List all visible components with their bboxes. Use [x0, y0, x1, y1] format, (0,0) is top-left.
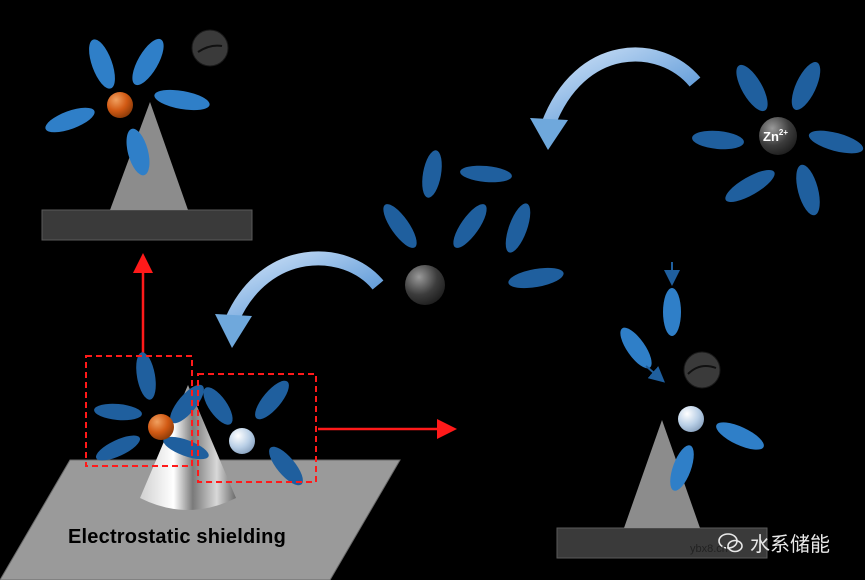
water-molecule: [170, 384, 204, 424]
top-left-substrate: [41, 209, 253, 241]
top-left-electrode: [41, 29, 253, 241]
desolvating-zinc: [383, 150, 564, 305]
anion-ball: [191, 29, 229, 67]
water-molecule: [620, 327, 652, 369]
water-molecule: [663, 288, 681, 336]
water-molecule: [670, 445, 694, 491]
bottom-right-substrate: [556, 527, 768, 559]
water-molecule: [255, 380, 289, 420]
water-molecule: [796, 164, 820, 216]
water-molecule: [89, 39, 115, 89]
water-molecule: [716, 422, 764, 450]
highlight-box-right: [197, 373, 317, 483]
water-molecule: [94, 403, 142, 421]
bottom-right-electrode: [556, 262, 768, 559]
water-molecule: [132, 38, 164, 86]
watermark-brand: 水系储能: [750, 532, 830, 556]
water-molecule: [725, 169, 775, 203]
water-molecule: [508, 267, 564, 289]
small-arrow-diagonal: [645, 365, 666, 383]
reduced-zinc-ball: [678, 406, 704, 432]
zinc-ion-ball: [759, 117, 797, 155]
reduced-zinc-ball: [229, 428, 255, 454]
bottom-right-tip: [624, 420, 700, 528]
water-molecule: [136, 352, 156, 400]
shielding-cation: [107, 92, 133, 118]
hydrated-zinc-ion: Zn2+: [692, 62, 864, 216]
wechat-icon: [718, 532, 743, 552]
water-molecule: [791, 62, 821, 110]
zinc-ion-label: Zn2+: [763, 128, 788, 144]
water-molecule: [460, 165, 512, 183]
water-molecule: [126, 128, 150, 176]
water-molecule: [203, 387, 233, 425]
watermark: 水系储能: [718, 528, 830, 557]
zinc-ball: [405, 265, 445, 305]
curved-arrow-top: [530, 47, 701, 150]
highlight-box-left: [85, 355, 193, 467]
water-molecule: [692, 130, 744, 150]
water-molecule: [269, 446, 303, 486]
water-molecule: [736, 64, 768, 112]
top-left-water-shell: [45, 38, 210, 176]
water-molecule: [45, 107, 95, 133]
water-molecule: [95, 435, 141, 461]
shielding-cation: [148, 414, 174, 440]
water-molecule: [154, 89, 210, 111]
water-molecule: [808, 130, 864, 154]
curved-arrow-middle: [215, 251, 384, 348]
water-molecule: [383, 204, 417, 248]
watermark-url: ybx8.cn: [690, 543, 728, 555]
shielded-electrode: [0, 352, 401, 580]
anion-ball: [683, 351, 721, 389]
water-molecule: [422, 150, 442, 198]
water-molecule: [505, 203, 531, 253]
water-molecule: [453, 204, 487, 248]
electrostatic-shielding-caption: Electrostatic shielding: [68, 526, 286, 548]
